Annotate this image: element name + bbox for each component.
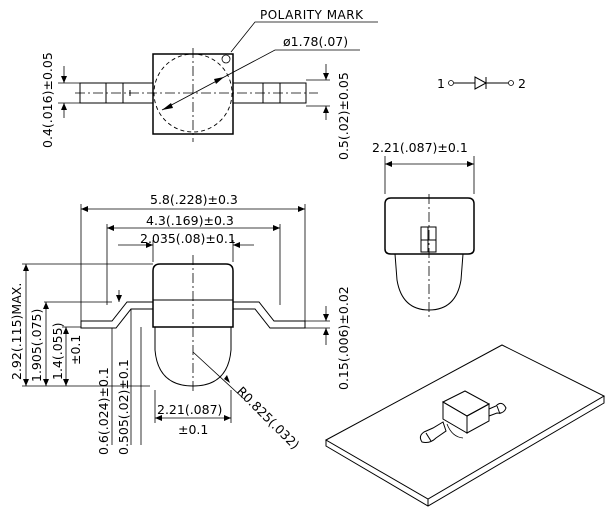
lens-radius-label: R0.825(.032) — [234, 384, 303, 453]
pin-2-label: 2 — [518, 76, 526, 91]
end-view: 2.21(.087)±0.1 — [372, 140, 475, 318]
pcb-board — [324, 344, 606, 500]
pin-1-label: 1 — [437, 76, 445, 91]
pad-height-right-label: 0.5(.02)±0.05 — [336, 72, 351, 160]
front-view: 5.8(.228)±0.3 4.3(.169)±0.3 2.035(.08)±0… — [9, 192, 351, 455]
polarity-mark-circle — [221, 54, 231, 64]
left-lead — [80, 301, 154, 329]
polarity-mark-label: POLARITY MARK — [260, 8, 364, 22]
lens-height-b-tol-label: ±0.1 — [68, 335, 83, 365]
lead-offset-b-label: 0.505(.02)±0.1 — [116, 359, 131, 455]
iso-lead-left — [419, 421, 447, 443]
isometric-view — [324, 344, 606, 507]
top-view: POLARITY MARK ø1.78(.07) 0.4(.016)±0.05 … — [40, 8, 378, 160]
front-view-body — [152, 263, 234, 328]
lead-span-label: 4.3(.169)±0.3 — [146, 213, 234, 228]
lead-offset-a-label: 0.6(.024)±0.1 — [96, 367, 111, 455]
lens-width-tol-label: ±0.1 — [178, 422, 208, 437]
overall-length-label: 5.8(.228)±0.3 — [150, 192, 238, 207]
diode-symbol: 1 2 — [437, 76, 526, 91]
lead-thickness-label: 0.15(.006)±0.02 — [336, 286, 351, 390]
lens-height-b-label: 1.4(.055) — [50, 323, 65, 380]
pad-height-left-label: 0.4(.016)±0.05 — [40, 52, 55, 148]
lens-diameter-label: ø1.78(.07) — [283, 34, 348, 49]
lens-height-a-label: 1.905(.075) — [29, 309, 44, 382]
iso-lead-right — [488, 402, 507, 417]
right-lead — [232, 301, 306, 329]
end-view-body — [384, 197, 475, 255]
iso-package-top — [441, 390, 491, 417]
side-width-label: 2.21(.087)±0.1 — [372, 140, 468, 155]
body-length-label: 2.035(.08)±0.1 — [140, 231, 236, 246]
lens-width-label: 2.21(.087) — [157, 402, 222, 417]
max-height-label: 2.92(.115)MAX. — [9, 283, 24, 380]
